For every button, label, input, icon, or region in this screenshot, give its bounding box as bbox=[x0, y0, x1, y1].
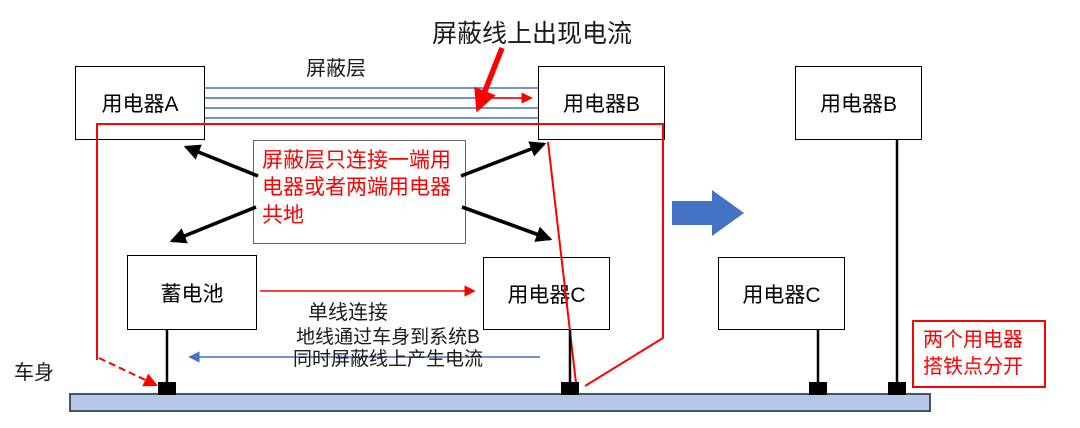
shield-connection-note: 屏蔽层只连接一端用电器或者两端用电器共地 bbox=[253, 140, 466, 244]
ground-loop-dashed-arrow bbox=[98, 357, 158, 387]
ground-path-note: 地线通过车身到系统B 同时屏蔽线上产生电流 bbox=[258, 327, 518, 372]
ground-path-note-line1: 地线通过车身到系统B bbox=[296, 327, 480, 348]
shield-wires bbox=[205, 87, 538, 119]
ground-path-note-line2: 同时屏蔽线上产生电流 bbox=[292, 349, 483, 371]
device-a-box: 用电器A bbox=[75, 66, 205, 140]
device-b-left-box: 用电器B bbox=[538, 66, 665, 140]
device-b-right-box: 用电器B bbox=[795, 66, 922, 140]
device-c-left-box: 用电器C bbox=[483, 257, 610, 330]
car-body-label: 车身 bbox=[14, 362, 54, 384]
shield-current-annotation: 屏蔽线上出现电流 bbox=[432, 20, 633, 48]
separate-ground-note: 两个用电器搭铁点分开 bbox=[912, 320, 1046, 388]
device-c-right-box: 用电器C bbox=[718, 257, 845, 330]
transform-arrow bbox=[672, 190, 744, 236]
shield-layer-label: 屏蔽层 bbox=[306, 58, 366, 80]
car-body-bar bbox=[69, 393, 931, 412]
ground-pads bbox=[158, 382, 906, 395]
annotation-arrow bbox=[474, 46, 505, 113]
battery-box: 蓄电池 bbox=[127, 255, 257, 330]
single-wire-label: 单线连接 bbox=[308, 302, 388, 324]
